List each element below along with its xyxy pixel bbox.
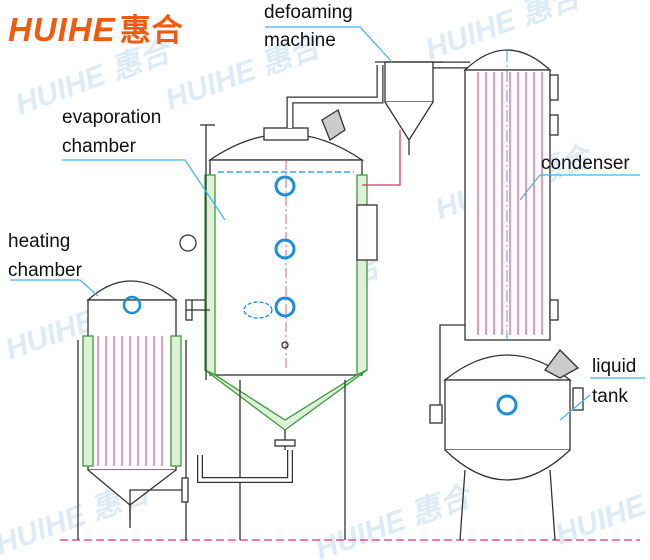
sight-glass <box>274 296 296 318</box>
heating-chamber-vessel <box>77 280 193 540</box>
label-defoaming: defoaming <box>264 2 353 23</box>
label-liquid: liquid <box>592 356 637 377</box>
label-condenser: condenser <box>541 153 630 174</box>
pressure-gauge <box>179 234 197 252</box>
label-heating: heating <box>8 231 71 252</box>
label-defoaming-2: machine <box>264 30 336 51</box>
svg-text:HUIHE 惠合: HUIHE 惠合 <box>311 479 478 560</box>
label-tank: tank <box>592 386 628 407</box>
sight-glass <box>274 175 296 197</box>
vacuum-valve <box>544 349 580 379</box>
manhole <box>356 204 378 261</box>
sight-glass <box>496 394 518 416</box>
label-heating-2: chamber <box>8 260 82 281</box>
evaporation-chamber-vessel <box>204 109 378 540</box>
condenser-vessel <box>463 49 559 341</box>
defoaming-machine-vessel <box>375 61 443 155</box>
liquid-tank-vessel <box>429 349 584 541</box>
vacuum-valve <box>321 109 346 141</box>
sight-glass <box>274 238 296 260</box>
label-evaporation: evaporation <box>62 107 162 128</box>
label-evaporation-2: chamber <box>62 136 136 157</box>
svg-text:HUIHE 惠合: HUIHE 惠合 <box>551 464 650 552</box>
pipes <box>129 61 470 520</box>
sight-glass <box>122 295 142 315</box>
leader-lines <box>10 26 645 421</box>
